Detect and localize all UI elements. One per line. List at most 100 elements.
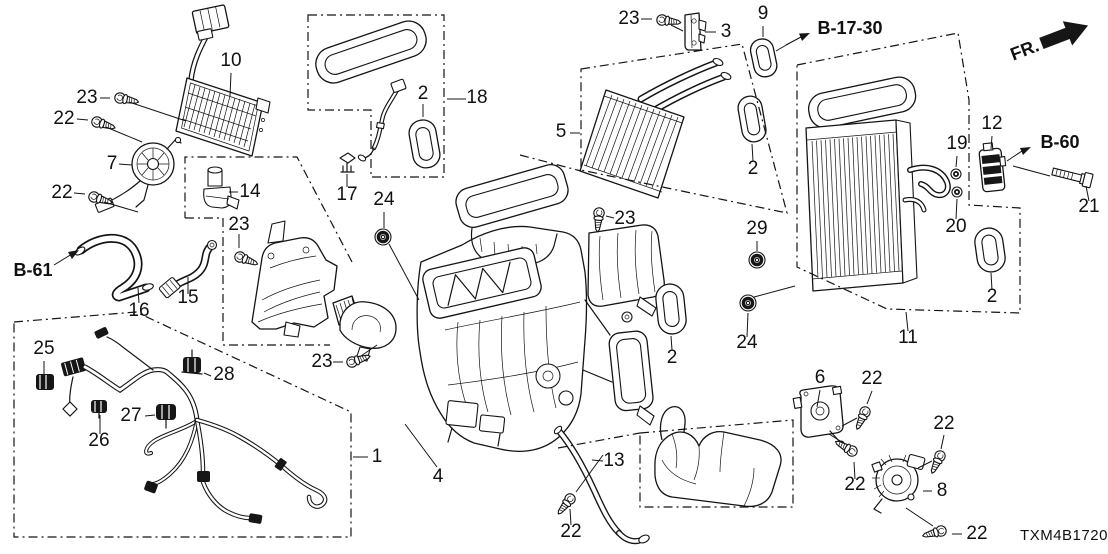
screw-22-g <box>920 524 948 542</box>
leader <box>1012 165 1090 202</box>
grommet-24-b <box>738 293 758 313</box>
part-11-evaporator <box>805 76 951 292</box>
screw-22-d <box>851 404 873 432</box>
grommet-24-a <box>373 227 393 247</box>
callout-23-33[interactable]: 23 <box>311 351 332 372</box>
bracket-left <box>251 220 338 338</box>
callout-2-27[interactable]: 2 <box>987 286 998 307</box>
callout-16-5[interactable]: 16 <box>128 300 149 321</box>
part-10-heater <box>175 77 271 157</box>
callout-7-3[interactable]: 7 <box>107 153 118 174</box>
part-12-valve <box>978 142 1007 193</box>
screw-23-d <box>591 206 606 233</box>
callout-27-30[interactable]: 27 <box>120 405 141 426</box>
bolt-21 <box>1051 167 1094 189</box>
callout-9-16[interactable]: 9 <box>758 3 769 24</box>
leader <box>641 18 684 32</box>
callout-17-9[interactable]: 17 <box>336 184 357 205</box>
duct <box>654 406 782 508</box>
box-part-18 <box>307 14 445 178</box>
callout-10-0[interactable]: 10 <box>220 50 241 71</box>
part-5-heater-core <box>579 57 732 199</box>
part-4-heater-unit <box>416 164 665 452</box>
callout-22-4[interactable]: 22 <box>51 182 72 203</box>
ref-label-B-17-30[interactable]: B-17-30 <box>817 18 882 38</box>
ring-19 <box>950 168 962 180</box>
part-13-drain-hose <box>553 425 650 545</box>
clip-26 <box>91 400 107 419</box>
callout-24-20[interactable]: 24 <box>736 332 758 353</box>
callout-12-23[interactable]: 12 <box>981 113 1002 134</box>
seal-2-b <box>737 95 767 143</box>
leader <box>76 118 143 143</box>
leader <box>100 97 187 122</box>
callout-22-38[interactable]: 22 <box>861 368 882 389</box>
callout-3-15[interactable]: 3 <box>721 21 732 42</box>
leader <box>137 287 140 304</box>
callout-23-1[interactable]: 23 <box>76 87 97 108</box>
leader <box>816 389 821 408</box>
callout-24-10[interactable]: 24 <box>373 189 395 210</box>
ref-label-B-60[interactable]: B-60 <box>1040 132 1079 152</box>
callout-22-36[interactable]: 22 <box>560 521 581 542</box>
callout-6-37[interactable]: 6 <box>815 367 826 388</box>
part-2-pipe <box>357 78 407 162</box>
callout-14-7[interactable]: 14 <box>239 181 261 202</box>
callout-4-34[interactable]: 4 <box>433 466 444 487</box>
seal-2-d <box>974 227 1006 273</box>
leader <box>746 285 796 338</box>
leader <box>751 143 754 162</box>
callout-22-42[interactable]: 22 <box>966 523 987 544</box>
group-boxes <box>13 14 1021 538</box>
callout-18-12[interactable]: 18 <box>466 87 487 108</box>
screw-22-e <box>832 436 860 459</box>
callout-23-17[interactable]: 23 <box>614 208 635 229</box>
callout-5-13[interactable]: 5 <box>556 121 567 142</box>
callout-26-31[interactable]: 26 <box>88 430 109 451</box>
callout-19-24[interactable]: 19 <box>946 133 967 154</box>
leader <box>841 390 873 427</box>
leader <box>905 507 962 535</box>
callout-23-14[interactable]: 23 <box>618 8 639 29</box>
seal-2-a <box>408 119 441 169</box>
leader <box>905 311 909 332</box>
callout-1-32[interactable]: 1 <box>372 446 383 467</box>
callout-2-11[interactable]: 2 <box>418 83 429 104</box>
seal-9 <box>749 38 778 78</box>
part-3-bracket <box>684 12 707 51</box>
ring-20 <box>951 186 963 198</box>
part-14-sensor <box>203 166 240 210</box>
callout-22-39[interactable]: 22 <box>844 474 865 495</box>
diagram-code: TXM4B1720 <box>1020 527 1108 544</box>
part-15-hose <box>158 239 218 299</box>
bracket-scroll <box>332 295 397 362</box>
b-17-30-arrow-icon <box>785 33 810 46</box>
callout-2-18[interactable]: 2 <box>748 158 759 179</box>
callout-20-25[interactable]: 20 <box>945 216 966 237</box>
clip-27 <box>156 404 176 429</box>
leader-lines <box>43 18 1090 535</box>
callout-21-26[interactable]: 21 <box>1078 196 1099 217</box>
callout-29-19[interactable]: 29 <box>746 218 767 239</box>
callout-25-28[interactable]: 25 <box>33 338 54 359</box>
callout-22-41[interactable]: 22 <box>933 413 954 434</box>
callout-8-40[interactable]: 8 <box>937 480 948 501</box>
callout-28-29[interactable]: 28 <box>213 364 234 385</box>
ref-label-B-61[interactable]: B-61 <box>13 260 52 280</box>
fr-arrow-icon <box>1039 21 1089 50</box>
callout-15-6[interactable]: 15 <box>177 287 198 308</box>
screw-23-b <box>232 249 261 270</box>
callout-23-8[interactable]: 23 <box>228 214 249 235</box>
callout-2-22[interactable]: 2 <box>667 347 678 368</box>
box-part-11 <box>796 32 1021 314</box>
part-1-harness <box>36 327 328 524</box>
callout-13-35[interactable]: 13 <box>603 450 624 471</box>
part-17-clip <box>339 152 356 173</box>
leader <box>605 215 615 219</box>
fr-direction: FR. <box>1007 21 1089 64</box>
leader <box>229 72 232 97</box>
box-duct <box>519 154 794 508</box>
callout-22-2[interactable]: 22 <box>53 108 74 129</box>
callout-11-21[interactable]: 11 <box>898 327 918 348</box>
